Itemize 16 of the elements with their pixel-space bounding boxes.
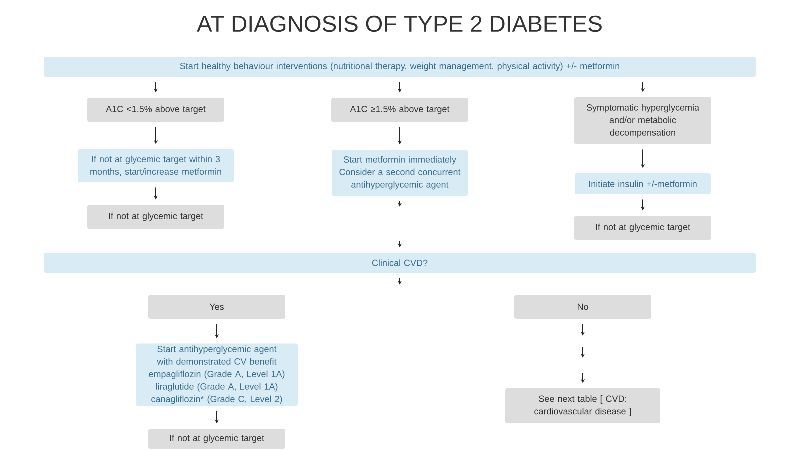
guideline-band: Clinical CVD?: [44, 253, 756, 273]
decision-box: See next table [ CVD: cardiovascular disease ]: [506, 388, 660, 424]
decision-box: No: [514, 295, 652, 319]
decision-box: A1C <1.5% above target: [88, 98, 224, 122]
guideline-band: Start healthy behaviour interventions (nutritional therapy, weight management, physical activity) +/- metformin: [44, 57, 756, 77]
decision-box: If not at glycemic target: [148, 429, 286, 449]
process-box: Start antihyperglycemic agent with demonstrated CV benefit empagliflozin (Grade A, Level 1A) liraglutide (Grade A, Level 1A) canagliflozin* (Grade C, Level 2): [136, 344, 298, 406]
decision-box: A1C ≥1.5% above target: [332, 98, 468, 122]
process-box: If not at glycemic target within 3 months, start/increase metformin: [78, 150, 234, 182]
decision-box: If not at glycemic target: [88, 205, 224, 229]
process-box: Start metformin immediately Consider a second concurrent antihyperglycemic agent: [332, 150, 468, 196]
process-box: Initiate insulin +/-metformin: [575, 174, 711, 194]
title: AT DIAGNOSIS OF TYPE 2 DIABETES: [197, 16, 602, 32]
decision-box: Symptomatic hyperglycemia and/or metabolic decompensation: [574, 98, 712, 144]
decision-box: Yes: [148, 295, 286, 319]
decision-box: If not at glycemic target: [574, 216, 712, 240]
